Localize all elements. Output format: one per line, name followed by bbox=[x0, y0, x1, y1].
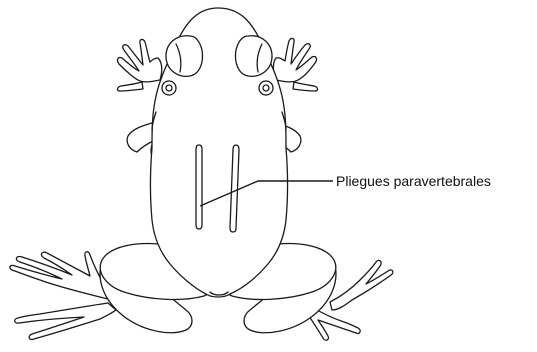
right-eye bbox=[236, 36, 273, 77]
left-tympanum bbox=[162, 81, 176, 95]
right-foot bbox=[330, 260, 393, 310]
left-finger-low bbox=[117, 82, 143, 91]
left-foot-lower-toes bbox=[15, 303, 116, 339]
left-eye-bulge bbox=[166, 36, 203, 77]
left-paravertebral-fold bbox=[196, 145, 202, 229]
left-eye bbox=[166, 36, 203, 77]
right-hand bbox=[273, 38, 316, 81]
right-eye-bulge bbox=[236, 36, 273, 77]
right-finger-low bbox=[293, 82, 318, 91]
paravertebral-folds-label: Pliegues paravertebrales bbox=[336, 173, 491, 189]
right-tympanum bbox=[259, 81, 273, 95]
left-hand bbox=[118, 39, 162, 81]
